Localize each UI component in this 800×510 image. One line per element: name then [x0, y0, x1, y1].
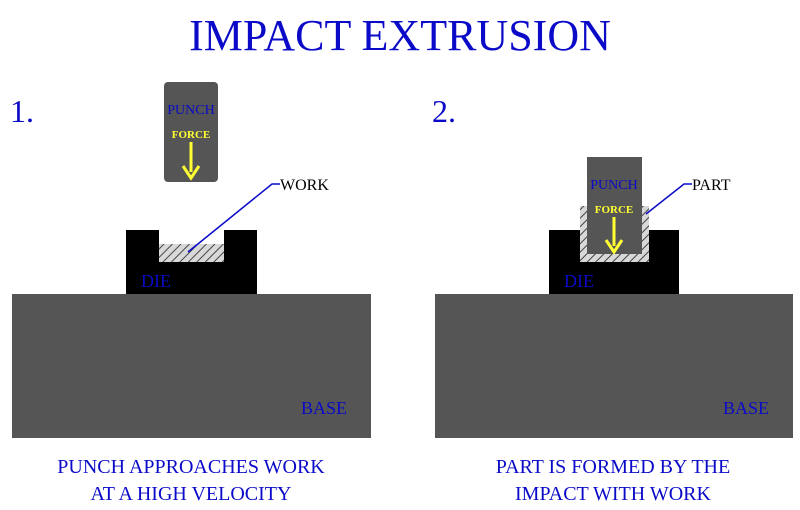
diagram-title: IMPACT EXTRUSION	[189, 11, 611, 60]
work-slug	[159, 244, 224, 262]
caption-1-line-2: AT A HIGH VELOCITY	[91, 483, 292, 505]
work-label: WORK	[280, 177, 329, 194]
force-label: FORCE	[595, 204, 634, 216]
die-label: DIE	[141, 271, 171, 291]
force-label: FORCE	[172, 129, 211, 141]
part-label: PART	[692, 177, 731, 194]
work-leader-line	[187, 183, 280, 253]
force-arrow	[181, 142, 201, 181]
step-number-1: 1.	[10, 93, 34, 129]
formed-part	[580, 206, 649, 262]
part-leader-line	[645, 183, 692, 215]
die-label: DIE	[564, 271, 594, 291]
panel-2: 2. BASE DIE PUNCH FORCE PART PART IS FOR…	[432, 93, 793, 505]
punch-label: PUNCH	[590, 178, 637, 193]
panel-1: 1. BASE DIE WORK PUNCH FORCE PUNCH APPRO…	[10, 82, 371, 505]
base-label: BASE	[301, 398, 347, 418]
force-arrow	[604, 217, 624, 255]
punch	[164, 82, 218, 182]
caption-1-line-1: PUNCH APPROACHES WORK	[57, 456, 325, 478]
step-number-2: 2.	[432, 93, 456, 129]
base-label: BASE	[723, 398, 769, 418]
caption-2-line-1: PART IS FORMED BY THE	[496, 456, 730, 478]
caption-2-line-2: IMPACT WITH WORK	[515, 483, 712, 505]
punch-label: PUNCH	[167, 103, 214, 118]
base-block	[435, 294, 793, 438]
base-block	[12, 294, 371, 438]
